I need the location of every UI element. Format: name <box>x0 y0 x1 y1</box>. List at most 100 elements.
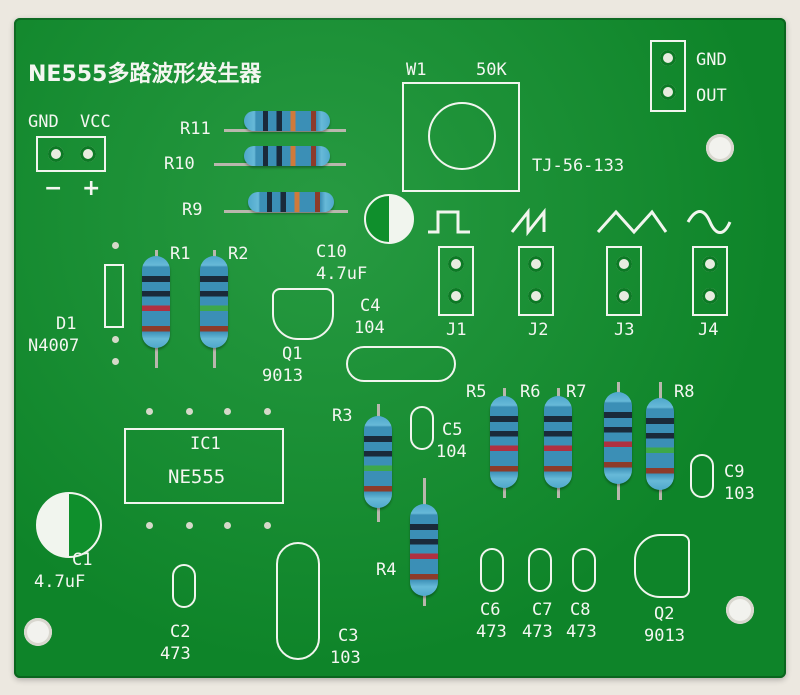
q1-outline <box>272 288 334 340</box>
q2-label: Q2 <box>654 604 675 624</box>
c9-outline <box>690 454 714 498</box>
j2-label: J2 <box>528 320 549 340</box>
c4-outline <box>346 346 456 382</box>
via <box>264 522 271 529</box>
r7-label: R7 <box>566 382 587 402</box>
r9-label: R9 <box>182 200 203 220</box>
out-out-label: OUT <box>696 86 727 106</box>
power-header <box>36 136 106 172</box>
via <box>224 522 231 529</box>
d1-outline <box>104 264 124 328</box>
board-title: NE555多路波形发生器 <box>28 62 262 87</box>
resistor-r9 <box>248 192 334 212</box>
c5-outline <box>410 406 434 450</box>
j4-pad <box>702 256 718 272</box>
c6-value: 473 <box>476 622 507 642</box>
pot-knob-icon <box>428 102 496 170</box>
via <box>186 408 193 415</box>
out-pad-out <box>660 84 676 100</box>
power-pad-gnd <box>48 146 64 162</box>
via <box>112 358 119 365</box>
c8-outline <box>572 548 596 592</box>
j2-pad <box>528 256 544 272</box>
c10-label: C10 <box>316 242 347 262</box>
j1-pad <box>448 288 464 304</box>
j3-pad <box>616 288 632 304</box>
r8-label: R8 <box>674 382 695 402</box>
w1-label: W1 <box>406 60 427 80</box>
c6-outline <box>480 548 504 592</box>
c2-outline <box>172 564 196 608</box>
c10-value: 4.7uF <box>316 264 368 284</box>
sine-wave-icon <box>686 210 732 234</box>
c3-outline <box>276 542 320 660</box>
r2-label: R2 <box>228 244 249 264</box>
ic1-outline <box>124 428 284 504</box>
potentiometer-outline <box>402 82 520 192</box>
c1-label: C1 <box>72 550 93 570</box>
c8-label: C8 <box>570 600 591 620</box>
c7-label: C7 <box>532 600 553 620</box>
j4-outline <box>692 246 728 316</box>
resistor-r6 <box>544 396 572 488</box>
resistor-r8 <box>646 398 674 490</box>
waveform-icons <box>428 207 732 237</box>
pcb-board: NE555多路波形发生器 GND VCC − + GND OUT W1 50K … <box>14 18 786 678</box>
c5-label: C5 <box>442 420 463 440</box>
j3-outline <box>606 246 642 316</box>
gnd-label: GND <box>28 112 59 132</box>
j3-label: J3 <box>614 320 635 340</box>
j2-pad <box>528 288 544 304</box>
resistor-r3 <box>364 416 392 508</box>
resistor-r1 <box>142 256 170 348</box>
c10-footprint <box>364 194 414 244</box>
c1-footprint <box>36 492 102 558</box>
c3-value: 103 <box>330 648 361 668</box>
via <box>112 336 119 343</box>
r11-label: R11 <box>180 119 211 139</box>
minus-label: − <box>44 176 63 201</box>
pot-model: TJ-56-133 <box>532 156 625 176</box>
sawtooth-wave-icon <box>510 207 546 237</box>
j2-outline <box>518 246 554 316</box>
power-pad-vcc <box>80 146 96 162</box>
j4-pad <box>702 288 718 304</box>
via <box>112 242 119 249</box>
via <box>146 408 153 415</box>
c4-label: C4 <box>360 296 381 316</box>
j3-pad <box>616 256 632 272</box>
out-header <box>650 40 686 112</box>
square-wave-icon <box>428 210 470 234</box>
via <box>146 522 153 529</box>
j4-label: J4 <box>698 320 719 340</box>
resistor-r4 <box>410 504 438 596</box>
via <box>224 408 231 415</box>
mounting-hole-tr <box>706 134 734 162</box>
c3-label: C3 <box>338 626 359 646</box>
triangle-wave-icon <box>596 209 668 235</box>
via <box>264 408 271 415</box>
r5-label: R5 <box>466 382 487 402</box>
d1-label: D1 <box>56 314 77 334</box>
q2-outline <box>634 534 690 598</box>
j1-label: J1 <box>446 320 467 340</box>
q2-part: 9013 <box>644 626 685 646</box>
out-pad-gnd <box>660 50 676 66</box>
ic1-part: NE555 <box>168 466 226 488</box>
resistor-r7 <box>604 392 632 484</box>
q1-part: 9013 <box>262 366 303 386</box>
r3-label: R3 <box>332 406 353 426</box>
c7-value: 473 <box>522 622 553 642</box>
q1-label: Q1 <box>282 344 303 364</box>
c5-value: 104 <box>436 442 467 462</box>
c9-value: 103 <box>724 484 755 504</box>
plus-label: + <box>82 176 101 201</box>
resistor-r5 <box>490 396 518 488</box>
mounting-hole-br <box>726 596 754 624</box>
vcc-label: VCC <box>80 112 111 132</box>
c4-value: 104 <box>354 318 385 338</box>
c2-value: 473 <box>160 644 191 664</box>
c2-label: C2 <box>170 622 191 642</box>
c1-value: 4.7uF <box>34 572 86 592</box>
out-gnd-label: GND <box>696 50 727 70</box>
